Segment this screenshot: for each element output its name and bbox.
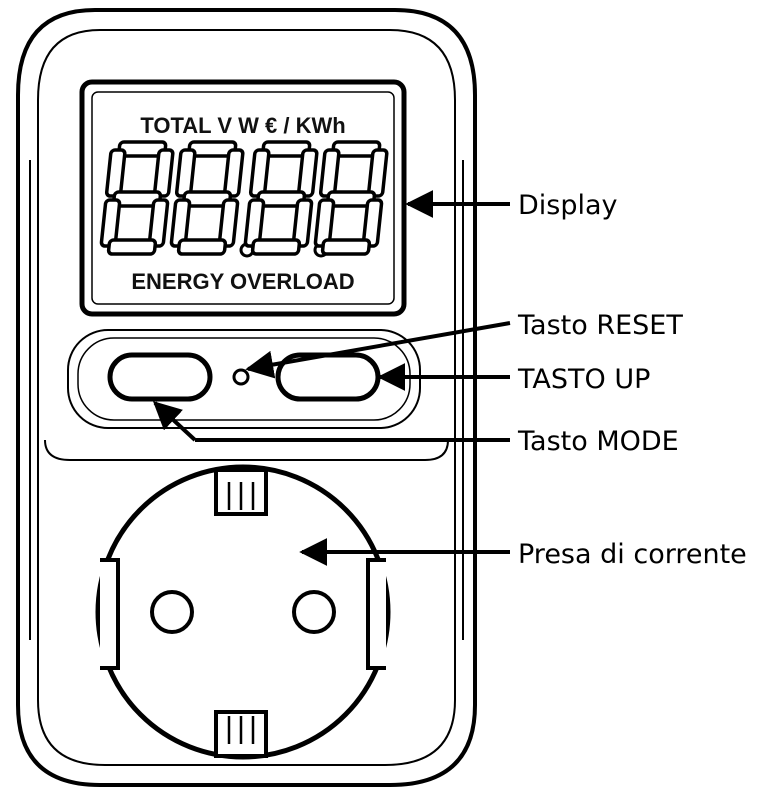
reset-arrow (245, 321, 511, 379)
callouts: Display Tasto RESET TASTO UP Tasto MODE … (152, 190, 747, 570)
device-body (16, 8, 477, 787)
lcd-digits (99, 140, 389, 258)
reset-button[interactable] (232, 368, 250, 386)
mode-button[interactable] (107, 352, 213, 402)
pin-hole-right (292, 590, 336, 634)
lcd-display: TOTAL V W € / KWh (79, 79, 407, 317)
lcd-header-label: TOTAL V W € / KWh (140, 113, 345, 138)
pin-hole-left (150, 590, 194, 634)
mode-arrow (152, 401, 197, 442)
button-panel (67, 329, 421, 429)
lcd-footer-label: ENERGY OVERLOAD (131, 269, 354, 294)
label-up: TASTO UP (517, 364, 650, 395)
label-mode: Tasto MODE (517, 426, 679, 457)
label-socket: Presa di corrente (518, 539, 747, 570)
power-socket (95, 464, 391, 760)
label-display: Display (518, 190, 618, 221)
label-reset: Tasto RESET (517, 310, 683, 341)
